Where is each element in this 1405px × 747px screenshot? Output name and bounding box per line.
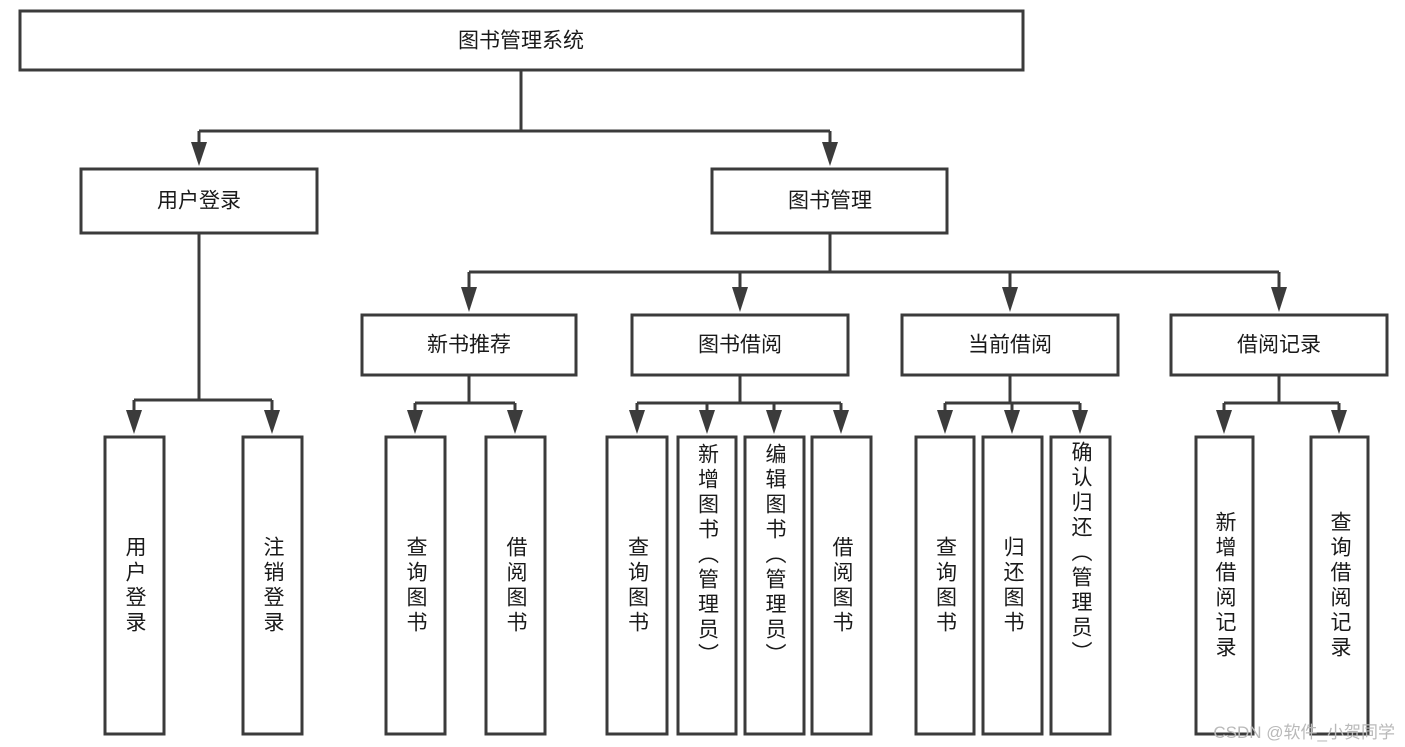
node-user-login[interactable]: 用户登录	[79, 167, 319, 235]
node-leaf-logout-box[interactable]	[241, 435, 304, 736]
node-leaf-add-borrow-record-box[interactable]	[1194, 435, 1255, 736]
node-leaf-borrow-book-recommend-box[interactable]	[484, 435, 547, 736]
node-leaf-query-borrow-record-box[interactable]	[1309, 435, 1370, 736]
node-book-borrow-label: 图书借阅	[698, 334, 782, 357]
connector-layer	[126, 70, 1347, 434]
node-leaf-edit-book-admin[interactable]	[743, 435, 806, 736]
node-user-login-label: 用户登录	[157, 190, 241, 213]
arrow-head-book-management	[822, 142, 838, 166]
node-current-borrow[interactable]: 当前借阅	[900, 313, 1120, 377]
node-root-label: 图书管理系统	[458, 30, 584, 53]
node-leaf-query-book-current-box[interactable]	[914, 435, 976, 736]
node-leaf-borrow-book-label: 借阅图书	[830, 535, 853, 636]
node-book-borrow[interactable]: 图书借阅	[630, 313, 850, 377]
arrow-head-leaf-add-borrow-record	[1216, 410, 1232, 434]
node-leaf-add-book-admin-label: 新增图书（管理员）	[695, 443, 719, 668]
arrow-head-leaf-query-book-recommend	[407, 410, 423, 434]
arrow-head-leaf-return-book	[1004, 410, 1020, 434]
node-leaf-edit-book-admin-box[interactable]	[743, 435, 806, 736]
node-layer: 图书管理系统 用户登录 图书管理 新书推荐 图书借阅 当前	[18, 9, 1389, 736]
node-book-management-box[interactable]	[710, 167, 949, 235]
node-book-borrow-box[interactable]	[630, 313, 850, 377]
node-leaf-user-login-box[interactable]	[103, 435, 166, 736]
node-leaf-return-book-label: 归还图书	[1001, 535, 1024, 636]
node-leaf-edit-book-admin-label: 编辑图书（管理员）	[763, 443, 786, 668]
node-leaf-query-book-recommend[interactable]	[384, 435, 447, 736]
node-leaf-confirm-return-admin-label: 确认归还（管理员）	[1069, 441, 1092, 666]
arrow-head-leaf-edit-book-admin	[766, 410, 782, 434]
arrow-head-leaf-borrow-book-recommend	[507, 410, 523, 434]
node-leaf-logout-label: 注销登录	[261, 535, 284, 636]
node-book-management[interactable]: 图书管理	[710, 167, 949, 235]
arrow-head-user-login	[191, 142, 207, 166]
node-leaf-add-book-admin-box[interactable]	[676, 435, 738, 736]
node-leaf-query-borrow-record-label: 查询借阅记录	[1328, 510, 1351, 661]
node-borrow-record-label: 借阅记录	[1237, 334, 1321, 357]
node-leaf-query-book-borrow[interactable]	[605, 435, 669, 736]
node-borrow-record[interactable]: 借阅记录	[1169, 313, 1389, 377]
node-leaf-query-book-borrow-box[interactable]	[605, 435, 669, 736]
node-new-book-recommend[interactable]: 新书推荐	[360, 313, 578, 377]
arrow-head-current-borrow	[1002, 287, 1018, 312]
node-leaf-logout[interactable]	[241, 435, 304, 736]
node-leaf-confirm-return-admin[interactable]	[1049, 435, 1112, 736]
node-new-book-recommend-box[interactable]	[360, 313, 578, 377]
node-leaf-borrow-book-recommend[interactable]	[484, 435, 547, 736]
node-leaf-borrow-book[interactable]	[810, 435, 873, 736]
node-leaf-borrow-book-box[interactable]	[810, 435, 873, 736]
node-leaf-query-book-current-label: 查询图书	[933, 535, 957, 636]
node-borrow-record-box[interactable]	[1169, 313, 1389, 377]
arrow-head-leaf-query-book-borrow	[629, 410, 645, 434]
node-new-book-recommend-label: 新书推荐	[427, 334, 511, 357]
node-leaf-query-borrow-record[interactable]	[1309, 435, 1370, 736]
node-user-login-box[interactable]	[79, 167, 319, 235]
arrow-head-leaf-confirm-return-admin	[1072, 410, 1088, 434]
node-current-borrow-label: 当前借阅	[968, 334, 1052, 357]
node-current-borrow-box[interactable]	[900, 313, 1120, 377]
node-leaf-query-book-current[interactable]	[914, 435, 976, 736]
node-leaf-user-login[interactable]	[103, 435, 166, 736]
node-book-management-label: 图书管理	[788, 190, 872, 213]
arrow-head-leaf-logout	[264, 410, 280, 434]
node-leaf-add-book-admin[interactable]	[676, 435, 738, 736]
arrow-head-leaf-borrow-book	[833, 410, 849, 434]
arrow-head-leaf-query-borrow-record	[1331, 410, 1347, 434]
node-leaf-return-book[interactable]	[981, 435, 1044, 736]
arrow-head-borrow-record	[1271, 287, 1287, 312]
leaf-label-layer: 用户登录 注销登录 查询图书 借阅图书 查询图书	[123, 441, 1351, 668]
arrow-head-new-book-recommend	[461, 287, 477, 312]
node-leaf-query-book-recommend-label: 查询图书	[404, 535, 427, 636]
node-leaf-return-book-box[interactable]	[981, 435, 1044, 736]
arrow-head-leaf-user-login	[126, 410, 142, 434]
arrow-head-leaf-add-book-admin	[699, 410, 715, 434]
node-leaf-user-login-label: 用户登录	[123, 535, 146, 636]
arrow-head-book-borrow	[732, 287, 748, 312]
node-leaf-borrow-book-recommend-label: 借阅图书	[504, 535, 527, 636]
node-leaf-confirm-return-admin-box[interactable]	[1049, 435, 1112, 736]
node-leaf-query-book-borrow-label: 查询图书	[625, 535, 649, 636]
node-root-box[interactable]	[18, 9, 1025, 72]
node-root[interactable]: 图书管理系统	[18, 9, 1025, 72]
node-leaf-add-borrow-record-label: 新增借阅记录	[1213, 510, 1236, 661]
node-leaf-add-borrow-record[interactable]	[1194, 435, 1255, 736]
arrow-head-leaf-query-book-current	[937, 410, 953, 434]
node-leaf-query-book-recommend-box[interactable]	[384, 435, 447, 736]
